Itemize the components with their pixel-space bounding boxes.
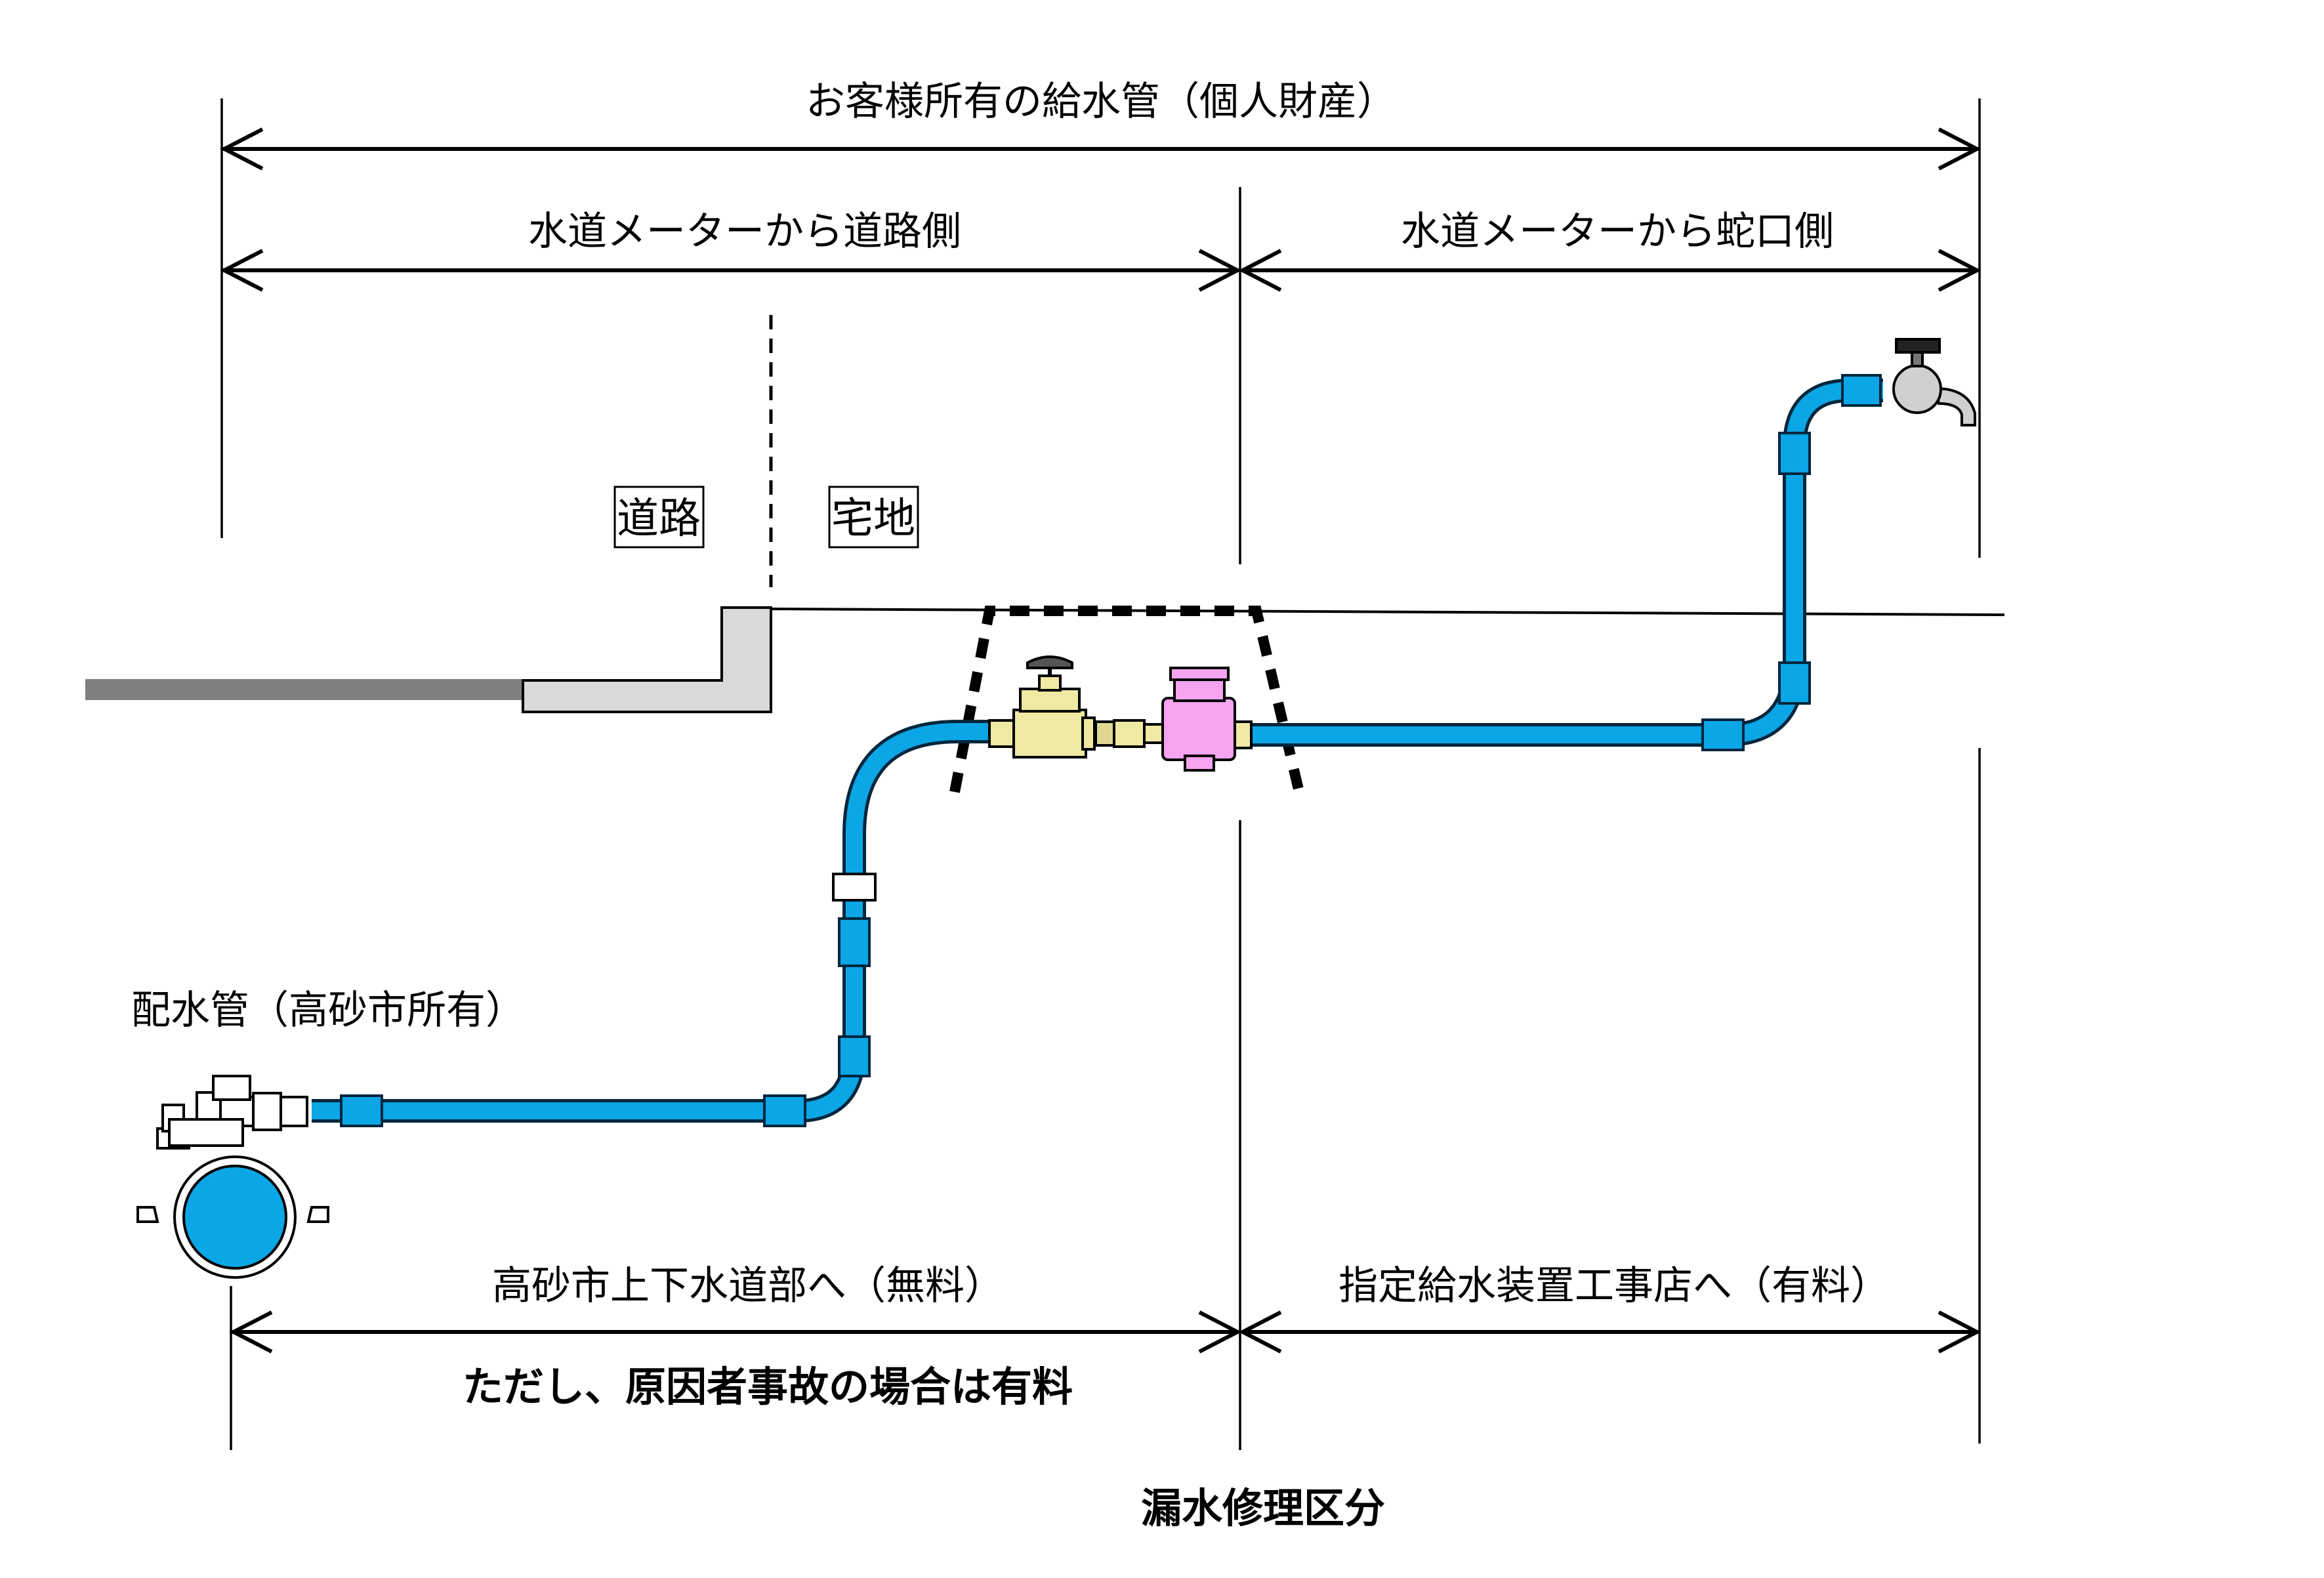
road-tag-label: 道路 [617, 495, 701, 543]
boundary-lines [220, 98, 1981, 1450]
ownership-label: お客様所有の給水管（個人財産） [806, 79, 1396, 125]
coupling-faucet-in [1841, 374, 1882, 407]
road-surface [85, 679, 531, 700]
pipe-fill [312, 382, 1883, 1119]
distribution-main [136, 1075, 329, 1279]
ground-line [770, 608, 2005, 616]
road-side-label: 水道メーターから道路側 [528, 209, 961, 255]
free-repair-label: 高砂市上下水道部へ（無料） [492, 1263, 1004, 1309]
service-pipe [312, 379, 1883, 1123]
pipe-outline [312, 379, 1883, 1123]
ground [85, 315, 2005, 713]
lot-tag: 宅地 [828, 486, 919, 549]
road-tag: 道路 [613, 486, 705, 549]
dimension-arrows [220, 127, 1982, 1354]
coupling-elbow-low [763, 1094, 806, 1127]
pipe-couplings [340, 374, 1882, 1127]
coupling-riser-top-low [1778, 661, 1811, 705]
coupling-riser-mid [838, 917, 871, 967]
fault-note-label: ただし、原因者事故の場合は有料 [463, 1363, 1073, 1411]
stop-valve [988, 655, 1146, 758]
coupling-main [340, 1094, 383, 1127]
meter-box-outline [949, 606, 1304, 793]
pipe-adapter [832, 873, 877, 902]
coupling-riser-low [838, 1035, 871, 1077]
curb [522, 606, 772, 713]
paid-repair-label: 指定給水装置工事店へ（有料） [1338, 1263, 1890, 1309]
lot-tag-label: 宅地 [831, 495, 915, 543]
water-meter [1161, 667, 1253, 772]
faucet [1892, 338, 1976, 426]
diagram-title: 漏水修理区分 [1141, 1484, 1385, 1532]
valve-meter-link [1143, 723, 1165, 744]
main-pipe-label: 配水管（高砂市所有） [131, 987, 525, 1033]
coupling-meter-out [1701, 718, 1745, 751]
faucet-side-label: 水道メーターから蛇口側 [1401, 209, 1834, 255]
coupling-riser-top-high [1778, 432, 1811, 475]
